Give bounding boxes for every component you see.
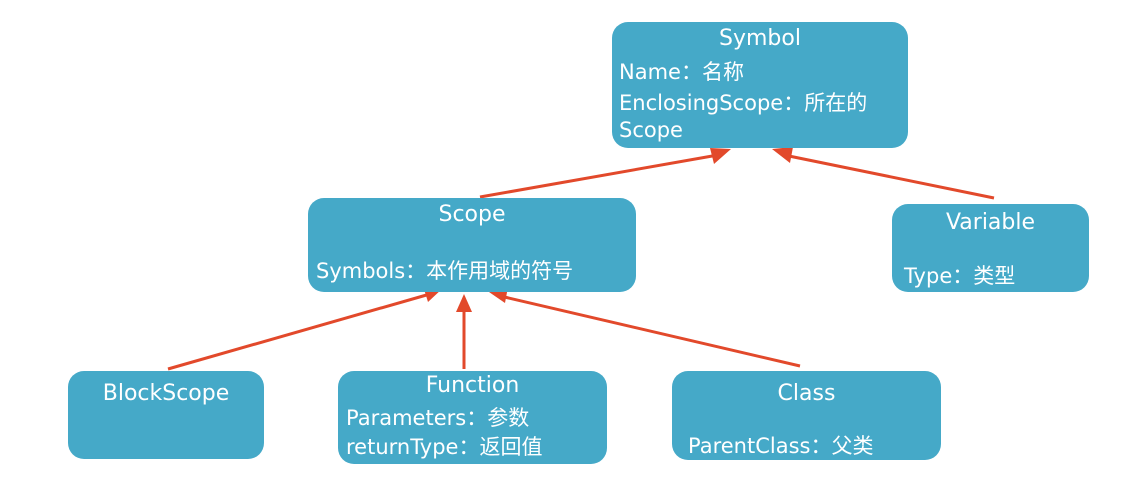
blockscope-title: BlockScope (102, 381, 230, 406)
variable-title: Variable (945, 210, 1036, 235)
function-node: Function Parameters：参数 returnType：返回值 (338, 371, 607, 464)
symbol-node: Symbol Name：名称 EnclosingScope：所在的 Scope (612, 22, 908, 148)
scope-title: Scope (438, 202, 506, 227)
variable-node: Variable Type：类型 (892, 204, 1089, 292)
function-attr-return-type: returnType：返回值 (346, 435, 543, 459)
class-attr-parent-class: ParentClass：父类 (688, 434, 874, 458)
edge-class-to-scope (499, 294, 801, 368)
class-title: Class (777, 381, 836, 406)
symbol-attr-name: Name：名称 (619, 60, 744, 84)
variable-attr-type: Type：类型 (904, 264, 1016, 288)
arrowhead-scope-middle (456, 294, 472, 312)
blockscope-node: BlockScope (68, 371, 264, 459)
scope-attr-symbols: Symbols：本作用域的符号 (316, 259, 574, 283)
function-title: Function (425, 373, 520, 398)
symbol-attr-enclosing-scope: EnclosingScope：所在的 (619, 91, 868, 115)
function-attr-parameters: Parameters：参数 (346, 406, 530, 430)
scope-node: Scope Symbols：本作用域的符号 (308, 198, 636, 292)
edge-variable-to-symbol (783, 153, 995, 200)
symbol-title: Symbol (719, 26, 801, 51)
symbol-attr-enclosing-scope-cont: Scope (619, 118, 683, 142)
arrowhead-symbol-left (710, 148, 731, 164)
edge-blockscope-to-scope (167, 292, 431, 371)
arrowhead-symbol-right (772, 147, 793, 163)
edge-scope-to-symbol (479, 153, 719, 199)
class-node: Class ParentClass：父类 (672, 371, 941, 460)
